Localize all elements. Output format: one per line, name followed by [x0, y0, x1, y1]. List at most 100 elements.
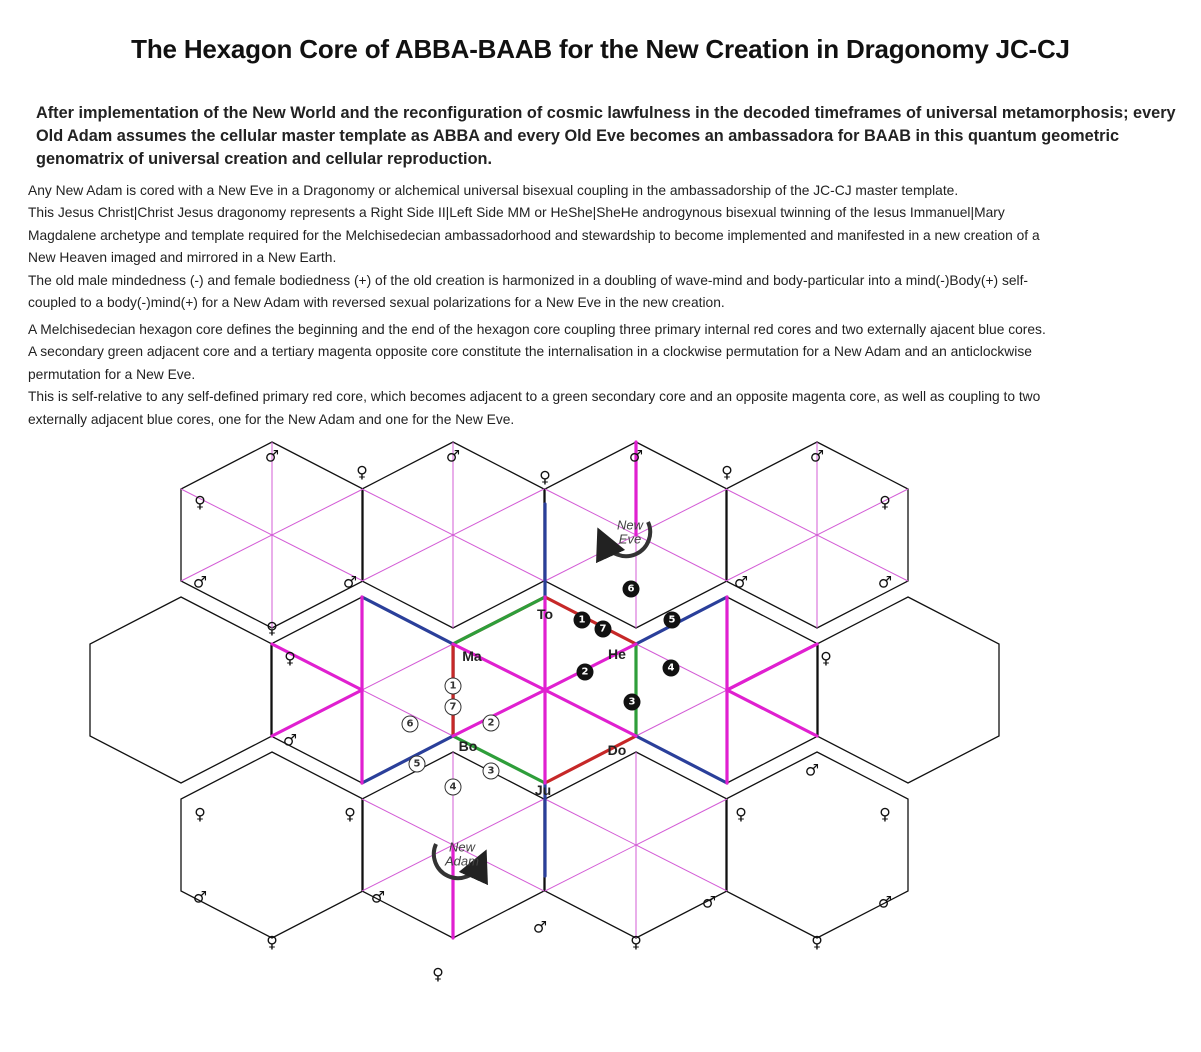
core-line [360, 595, 455, 646]
adam-number-circle [444, 677, 462, 695]
vertex-label-bo: Bo [459, 738, 478, 754]
new-adam-rotation-arrow-icon [431, 843, 488, 886]
adam-number: 5 [414, 759, 421, 770]
adam-number-circle [444, 698, 462, 716]
intro-line: Old Adam assumes the cellular master tem… [36, 127, 1120, 145]
core-line [451, 595, 547, 646]
male-symbol-icon: ♂ [805, 761, 819, 780]
female-symbol-icon: ♀ [630, 933, 642, 952]
male-symbol-icon: ♂ [878, 573, 892, 592]
eve-number: 5 [669, 615, 676, 626]
intro-line: After implementation of the New World an… [36, 104, 1176, 122]
new-eve-rotation-arrow-icon [596, 521, 653, 564]
adam-number-circle [401, 715, 419, 733]
paragraph-new-adam-eve: Any New Adam is cored with a New Eve in … [28, 180, 1188, 314]
thin-diagonal [544, 798, 728, 892]
paragraph-line: coupled to a body(-)mind(+) for a New Ad… [28, 295, 725, 311]
core-line [725, 688, 819, 738]
gender-symbols: ♂♀♂♀♂♀♂♀♀♂♂♂♂♀♀♀♂♂♀♀♀♀♂♂♂♂♂♀♀♀♀ [193, 447, 892, 984]
core-line [543, 734, 638, 785]
female-symbol-icon: ♀ [811, 933, 823, 952]
eve-number: 3 [629, 697, 636, 708]
male-symbol-icon: ♂ [878, 893, 892, 912]
female-symbol-icon: ♀ [194, 493, 206, 512]
eve-number: 2 [582, 667, 589, 678]
core-line [270, 688, 364, 738]
adam-number: 6 [407, 719, 414, 730]
eve-number-circle [662, 659, 680, 677]
core-line [634, 734, 729, 785]
male-symbol-icon: ♂ [193, 888, 207, 907]
female-symbol-icon: ♀ [539, 468, 551, 487]
male-symbol-icon: ♂ [446, 447, 460, 466]
new-eve-rotation-label: New [617, 518, 645, 533]
female-symbol-icon: ♀ [266, 933, 278, 952]
new-eve-rotation-label: Eve [619, 532, 641, 547]
page-title: The Hexagon Core of ABBA-BAAB for the Ne… [131, 34, 1070, 64]
adam-number: 1 [450, 681, 457, 692]
male-symbol-icon: ♂ [734, 573, 748, 592]
male-symbol-icon: ♂ [533, 918, 547, 937]
adam-number: 3 [488, 766, 495, 777]
core-line [451, 642, 547, 692]
core-line [725, 642, 819, 692]
vertex-label-he: He [608, 646, 626, 662]
hexagon-cell [89, 596, 273, 784]
core-line [543, 688, 638, 738]
core-line [360, 734, 455, 785]
vertex-label-do: Do [608, 742, 627, 758]
eve-number-circle [573, 611, 591, 629]
female-symbol-icon: ♀ [432, 965, 444, 984]
male-symbol-icon: ♂ [343, 573, 357, 592]
female-symbol-icon: ♀ [820, 649, 832, 668]
female-symbol-icon: ♀ [266, 619, 278, 638]
female-symbol-icon: ♀ [344, 805, 356, 824]
new-adam-rotation-label: New [449, 840, 477, 855]
thin-diagonal [361, 488, 545, 582]
paragraph-line: Magdalene archetype and template require… [28, 227, 1040, 243]
paragraph-hexagon-core: A Melchisedecian hexagon core defines th… [28, 319, 1188, 431]
adam-number-circle [482, 762, 500, 780]
new-adam-rotation-label: Adam [444, 854, 479, 869]
male-symbol-icon: ♂ [371, 888, 385, 907]
paragraph-line: The old male mindedness (-) and female b… [28, 272, 1029, 288]
eve-number-circle [663, 611, 681, 629]
paragraph-line: Any New Adam is cored with a New Eve in … [28, 183, 959, 198]
male-symbol-icon: ♂ [810, 447, 824, 466]
eve-number-circle [594, 620, 612, 638]
male-symbol-icon: ♂ [702, 893, 716, 912]
female-symbol-icon: ♀ [721, 463, 733, 482]
adam-number-circle [444, 778, 462, 796]
male-symbol-icon: ♂ [629, 447, 643, 466]
adam-number: 4 [450, 782, 457, 793]
eve-number: 4 [668, 663, 675, 674]
core-line [451, 688, 547, 738]
male-symbol-icon: ♂ [193, 573, 207, 592]
female-symbol-icon: ♀ [879, 493, 891, 512]
female-symbol-icon: ♀ [356, 463, 368, 482]
eve-number-circle [623, 693, 641, 711]
female-symbol-icon: ♀ [284, 649, 296, 668]
paragraph-line: A secondary green adjacent core and a te… [28, 344, 1032, 360]
intro-line: genomatrix of universal creation and cel… [36, 150, 492, 168]
eve-number: 7 [600, 624, 607, 635]
vertex-label-ma: Ma [462, 648, 482, 664]
eve-number: 6 [628, 584, 635, 595]
core-line [634, 595, 729, 646]
eve-number-circle [576, 663, 594, 681]
adam-number-circle [408, 755, 426, 773]
eve-number-circle [622, 580, 640, 598]
paragraph-line: permutation for a New Eve. [28, 366, 196, 382]
eve-number: 1 [579, 615, 586, 626]
female-symbol-icon: ♀ [735, 805, 747, 824]
hexagon-cell [180, 751, 364, 939]
hexagon-cell [816, 596, 1000, 784]
intro-paragraph: After implementation of the New World an… [36, 102, 1176, 171]
male-symbol-icon: ♂ [283, 731, 297, 750]
paragraph-line: New Heaven imaged and mirrored in a New … [28, 250, 337, 266]
male-symbol-icon: ♂ [265, 447, 279, 466]
